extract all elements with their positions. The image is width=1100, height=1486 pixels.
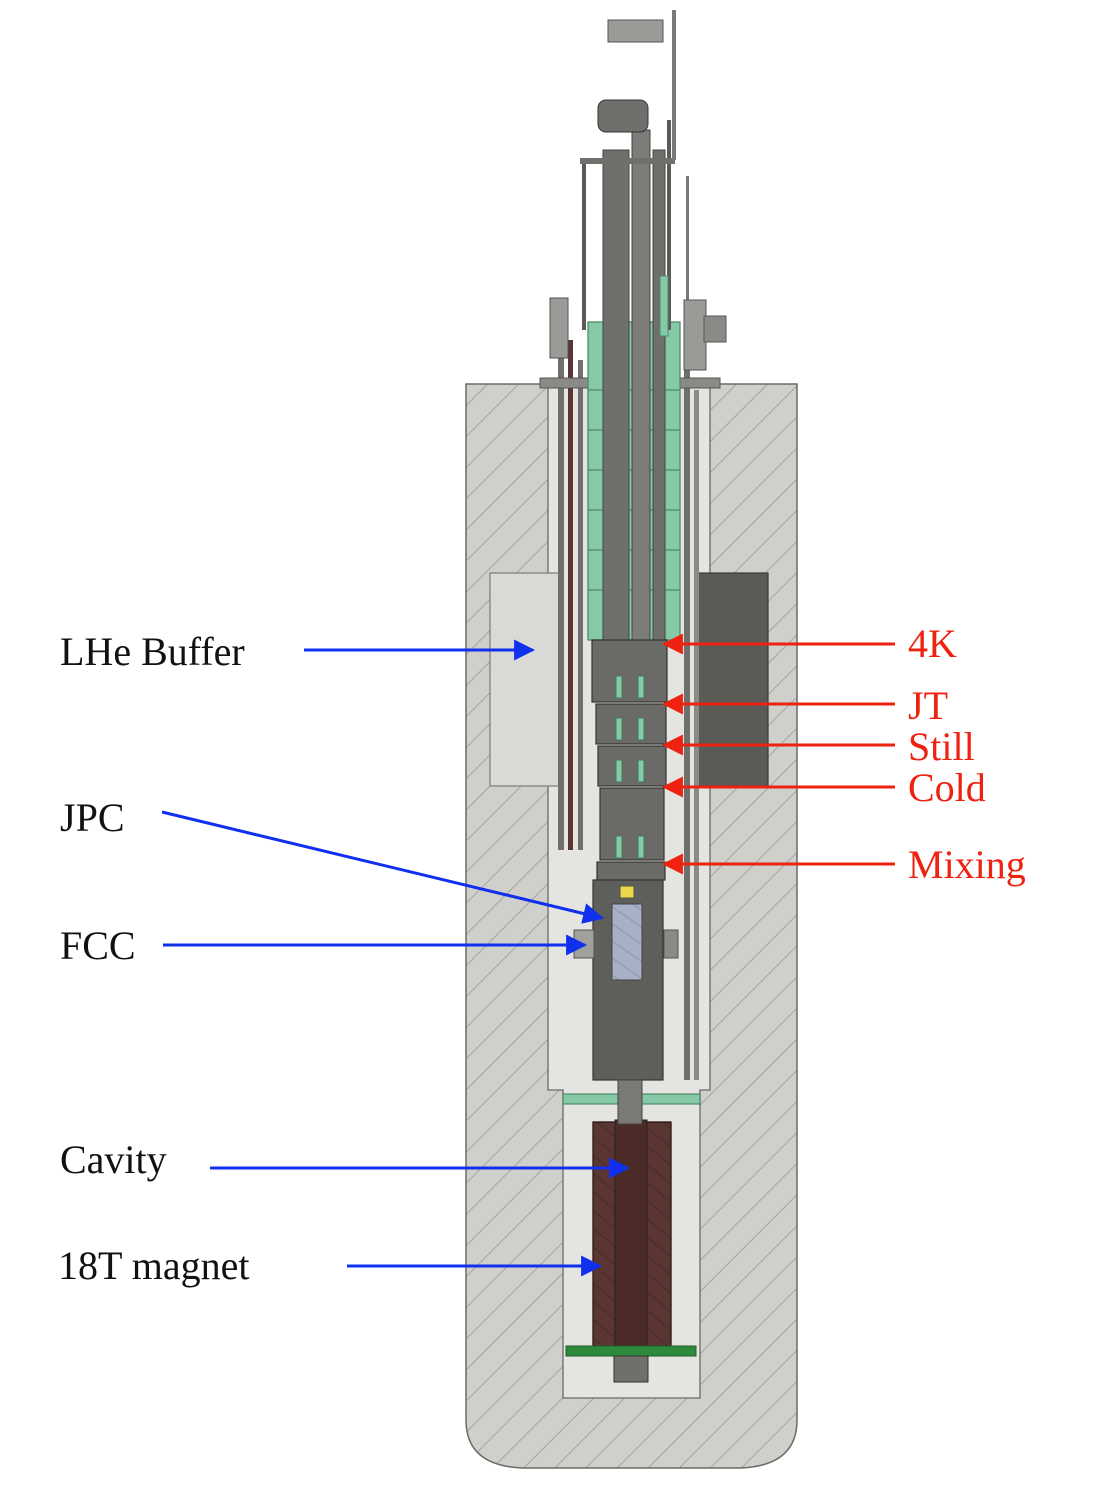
stage-jt <box>595 703 667 745</box>
fcc-right <box>663 929 679 959</box>
jpc-block <box>611 903 643 981</box>
cavity-bore <box>614 1119 648 1381</box>
right-valve <box>683 299 707 371</box>
support-rod-left <box>582 160 586 330</box>
pump-tube-main <box>602 149 630 651</box>
side-pipe <box>686 176 689 321</box>
magnet-base <box>565 1345 697 1357</box>
tall-rod <box>672 10 676 160</box>
right-tube-2 <box>694 390 699 1080</box>
label-lhe-buffer: LHe Buffer <box>60 629 245 674</box>
left-tube-3 <box>578 360 583 850</box>
label-fcc: FCC <box>60 923 136 968</box>
left-tube-2 <box>568 340 573 850</box>
label-cavity: Cavity <box>60 1137 167 1182</box>
label-18t-magnet: 18T magnet <box>58 1243 250 1288</box>
left-tube-1 <box>558 330 564 850</box>
pump-tube-3 <box>652 149 666 651</box>
pump-tube-2 <box>631 129 651 651</box>
jpc-cap <box>619 885 635 899</box>
stage-still <box>597 745 667 787</box>
lhe-buffer-right <box>695 572 769 787</box>
top-crossbar <box>580 158 675 164</box>
arrow-jpc <box>161 810 605 924</box>
cavity-rods <box>617 1079 643 1125</box>
label-4k: 4K <box>908 621 957 666</box>
label-cold: Cold <box>908 765 986 810</box>
stage-green-posts <box>615 675 645 859</box>
right-tube-1 <box>684 320 690 1080</box>
valve-head <box>597 99 649 133</box>
stage-cold <box>599 787 665 861</box>
label-jpc: JPC <box>60 795 125 840</box>
stage-mixing <box>596 861 666 881</box>
label-still: Still <box>908 724 975 769</box>
green-pipe <box>659 275 669 337</box>
lhe-buffer-left <box>489 572 561 787</box>
label-jt: JT <box>908 683 948 728</box>
top-box <box>607 19 664 43</box>
label-mixing: Mixing <box>908 842 1026 887</box>
right-valve-port <box>703 315 727 343</box>
stage-4k <box>591 639 668 703</box>
magnet-foot <box>613 1355 649 1383</box>
left-valve <box>549 297 569 359</box>
support-rod-right <box>667 120 671 330</box>
